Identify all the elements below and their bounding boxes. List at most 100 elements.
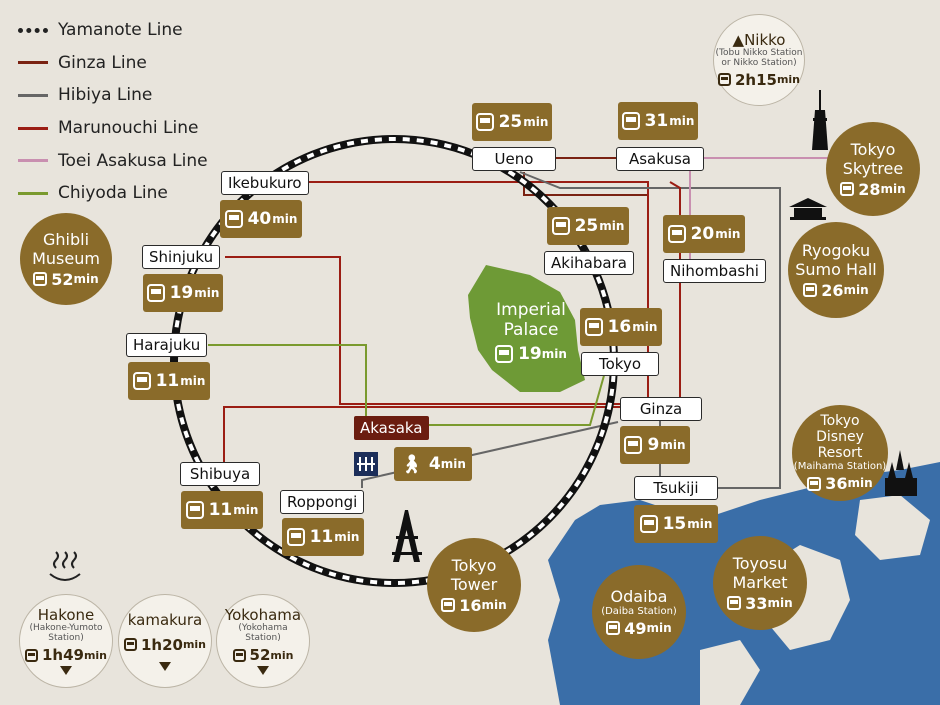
time-unit: min (776, 73, 801, 86)
station-asakusa[interactable]: Asakusa (616, 147, 704, 171)
bubble-time-value: 26 (821, 280, 844, 300)
nikko-destination[interactable]: ▲Nikko (Tobu Nikko Station or Nikko Stat… (713, 14, 805, 106)
line-legend: Yamanote Line Ginza Line Hibiya Line Mar… (18, 14, 208, 210)
time-value: 25 (574, 216, 599, 236)
bubble-time-value: 28 (858, 179, 881, 199)
daytrip-sub2: Station) (245, 633, 281, 643)
train-icon (584, 318, 603, 336)
station-shinjuku[interactable]: Shinjuku (142, 245, 221, 269)
station-akihabara[interactable]: Akihabara (544, 251, 634, 275)
legend-swatch-chiyoda (18, 191, 48, 195)
station-nihombashi[interactable]: Nihombashi (663, 259, 766, 283)
legend-swatch-hibiya (18, 93, 48, 97)
bubble-line2: Sumo Hall (795, 259, 877, 279)
station-ueno[interactable]: Ueno (472, 147, 556, 171)
train-icon (123, 638, 137, 651)
station-ginza[interactable]: Ginza (620, 397, 702, 421)
palace-line1: Imperial (496, 300, 566, 320)
time-unit: min (541, 347, 567, 361)
time-unit: min (767, 595, 793, 610)
bubble-line2: Tower (450, 574, 498, 594)
legend-label: Chiyoda Line (58, 183, 168, 204)
train-icon (185, 501, 204, 519)
tokyo-disney-resort-destination[interactable]: Tokyo Disney Resort (Maihama Station) 36… (792, 405, 888, 501)
bubble-line1: Ryogoku (801, 240, 871, 260)
time-unit: min (880, 181, 906, 196)
train-icon (475, 113, 494, 131)
time-unit: min (83, 648, 108, 662)
nikko-sub2: or Nikko Station) (721, 57, 797, 68)
train-icon (24, 648, 38, 662)
train-icon (441, 598, 456, 612)
station-tokyo[interactable]: Tokyo (581, 352, 659, 376)
walk-time-value: 4 (428, 454, 441, 474)
time-unit: min (272, 212, 298, 226)
station-shibuya[interactable]: Shibuya (180, 462, 260, 486)
time-unit: min (599, 219, 625, 233)
train-icon (495, 345, 514, 363)
time-value: 11 (155, 371, 180, 391)
hibiya-line (519, 171, 781, 489)
bubble-line1: Toyosu (732, 553, 788, 573)
legend-marunouchi: Marunouchi Line (18, 112, 208, 145)
station-roppongi[interactable]: Roppongi (280, 490, 365, 514)
legend-toei-asakusa: Toei Asakusa Line (18, 144, 208, 177)
disney-castle-icon (885, 450, 917, 496)
station-harajuku[interactable]: Harajuku (126, 333, 208, 357)
train-icon (621, 112, 640, 130)
time-value: 16 (607, 317, 632, 337)
daytrip-title: Hakone (37, 606, 95, 624)
station-akasaka[interactable]: Akasaka (354, 416, 429, 440)
time-value: 15 (662, 514, 687, 534)
legend-swatch-yamanote (18, 27, 48, 33)
down-arrow-icon (60, 666, 72, 675)
legend-swatch-ginza (18, 61, 48, 65)
time-unit: min (73, 271, 99, 286)
bubble-line1: Tokyo (820, 413, 860, 429)
bubble-time-value: 49 (624, 618, 647, 638)
time-value: 20 (690, 224, 715, 244)
time-unit: min (440, 457, 466, 471)
nikko-title: ▲Nikko (732, 30, 786, 49)
skytree-icon (812, 90, 828, 150)
bubble-line2: Market (732, 572, 788, 592)
palace-line2: Palace (503, 320, 559, 340)
palace-time-number: 19 (518, 344, 542, 364)
marunouchi-line-west (225, 256, 640, 405)
daytrip-title: kamakura (127, 610, 203, 629)
bubble-sub: (Daiba Station) (601, 605, 677, 617)
train-icon (803, 283, 818, 297)
legend-label: Toei Asakusa Line (58, 150, 208, 171)
water-pier (700, 640, 760, 705)
time-unit: min (669, 114, 695, 128)
time-value: 40 (247, 209, 272, 229)
train-icon (667, 225, 686, 243)
train-icon (717, 73, 731, 86)
station-ikebukuro[interactable]: Ikebukuro (221, 171, 309, 195)
legend-label: Yamanote Line (58, 20, 183, 41)
station-tsukiji[interactable]: Tsukiji (634, 476, 718, 500)
bubble-line1: Tokyo (451, 555, 497, 575)
train-icon (551, 217, 570, 235)
time-unit: min (687, 517, 713, 531)
train-icon (624, 436, 643, 454)
train-icon (224, 210, 243, 228)
